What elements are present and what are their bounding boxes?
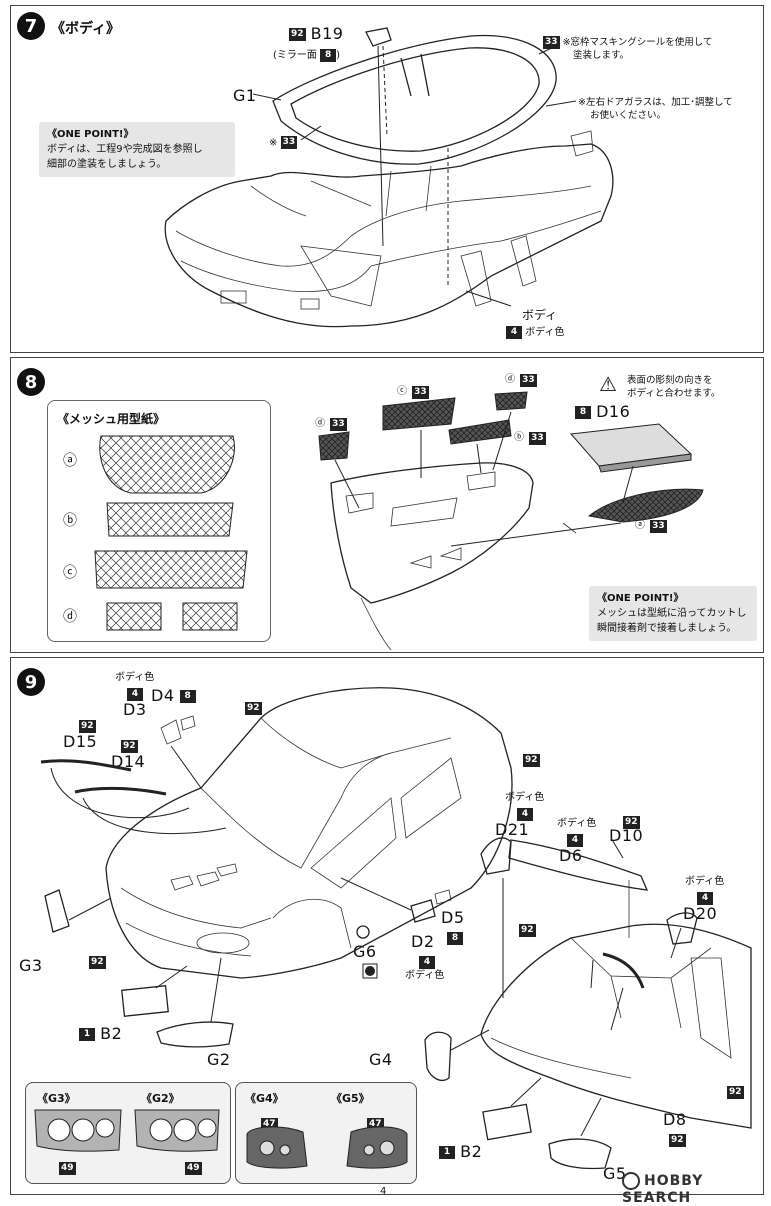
- mesh-templates-drawing: [94, 435, 248, 631]
- d21-color-label: ボディ色: [505, 792, 545, 803]
- template-c-shape: [94, 550, 248, 589]
- side-paint-num: 92: [523, 754, 540, 767]
- d16-callout: 8 D16: [575, 402, 630, 421]
- template-d-left-shape: [106, 602, 162, 631]
- mesh-b-callout: ⓑ 33: [514, 432, 546, 445]
- b19-callout: 92 B19: [289, 24, 343, 43]
- d20-label: D20: [683, 904, 718, 923]
- d4-color-num: 4: [127, 684, 143, 703]
- d14-num: 92: [121, 740, 138, 753]
- d2-color-label: ボディ色: [405, 970, 445, 981]
- step8-panel: 8 《メッシュ用型紙》 ⓐ ⓑ ⓒ ⓓ ⓒ 33 ⓓ 33 ⓓ 33 ⓑ: [10, 357, 764, 653]
- step7-onepoint: 《ONE POINT!》 ボディは、工程9や完成図を参照し 細部の塗装をしましょ…: [39, 122, 235, 177]
- warning-note: ⚠: [599, 372, 617, 396]
- d2-num: 4: [419, 952, 435, 971]
- g3-ref-title: 《G3》: [37, 1092, 76, 1105]
- g3-ref-num: 49: [59, 1162, 76, 1175]
- template-label-d: ⓓ: [63, 609, 77, 625]
- g4-ref-title: 《G4》: [245, 1092, 284, 1105]
- mesh-d-callout: ⓓ 33: [505, 374, 537, 387]
- template-d-right-shape: [182, 602, 238, 631]
- mesh-c-callout: ⓒ 33: [397, 386, 429, 399]
- g6-label: G6: [353, 942, 377, 961]
- g4-label: G4: [369, 1050, 393, 1069]
- g5-ref-lamp: [346, 1126, 408, 1169]
- body-callout: ボディ 4 ボディ色: [506, 306, 565, 339]
- b19-mirror-note: (ミラー面 8): [273, 48, 340, 62]
- template-label-c: ⓒ: [63, 565, 77, 581]
- g5-label: G5: [603, 1164, 627, 1183]
- rear-roof-paint-num: 92: [519, 924, 536, 937]
- d4-color-label: ボディ色: [115, 672, 155, 683]
- d21-color-num: 4: [517, 804, 533, 823]
- mirror-paint-num: 8: [320, 48, 337, 62]
- step9-number: 9: [17, 668, 45, 696]
- g3-label: G3: [19, 956, 43, 975]
- b2-front-callout: 1 B2: [79, 1024, 122, 1043]
- d6-color-num: 4: [567, 830, 583, 849]
- template-b-shape: [106, 502, 234, 537]
- body-label: ボディ: [522, 308, 558, 322]
- step9-car-drawing: [34, 687, 752, 1170]
- b2-rear-callout: 1 B2: [439, 1142, 482, 1161]
- d5-num: 8: [447, 928, 463, 947]
- d2-label: D2: [411, 932, 435, 951]
- g2-label: G2: [207, 1050, 231, 1069]
- template-label-a: ⓐ: [63, 453, 77, 469]
- step9-panel: 9 ボディ色 4 D4 8 D3 92 D15 92 D14 92 92 G3 …: [10, 657, 764, 1195]
- mesh-template-box: [47, 400, 271, 642]
- g1-label: G1: [233, 86, 257, 105]
- warning-icon: ⚠: [599, 372, 617, 396]
- mesh-a-callout: ⓐ 33: [635, 520, 667, 533]
- step7-body-drawing: [164, 27, 614, 328]
- page-number: 4: [380, 1186, 387, 1197]
- b19-label: B19: [310, 24, 344, 43]
- hobby-search-watermark: HOBBY SEARCH: [622, 1172, 704, 1206]
- step8-onepoint: 《ONE POINT!》 メッシュは型紙に沿ってカットし 瞬間接着剤で接着しまし…: [589, 586, 757, 641]
- d4-callout: D4 8: [151, 686, 196, 705]
- g5-ref-title: 《G5》: [331, 1092, 370, 1105]
- step8-bumper-drawing: [318, 391, 704, 651]
- d20-color-num: 4: [697, 888, 713, 907]
- watermark-logo-icon: [622, 1172, 640, 1190]
- step7-title: 《ボディ》: [51, 21, 121, 37]
- g2-ref-title: 《G2》: [141, 1092, 180, 1105]
- body-paint-num: 4: [506, 325, 522, 339]
- d6-color-label: ボディ色: [557, 818, 597, 829]
- mesh-d-left-callout: ⓓ 33: [315, 418, 347, 431]
- g2-ref-num: 49: [185, 1162, 202, 1175]
- d3-label: D3: [123, 700, 147, 719]
- b19-paint-num: 92: [289, 28, 306, 41]
- d5-label: D5: [441, 908, 465, 927]
- d15-num: 92: [79, 720, 96, 733]
- d8-num: 92: [669, 1134, 686, 1147]
- d6-label: D6: [559, 846, 583, 865]
- rear-side-paint-num: 92: [727, 1086, 744, 1099]
- template-label-b: ⓑ: [63, 513, 77, 529]
- asterisk-paint-num: 33: [280, 136, 298, 149]
- step8-number: 8: [17, 368, 45, 396]
- mesh-template-title: 《メッシュ用型紙》: [57, 412, 166, 426]
- d20-color-label: ボディ色: [685, 876, 725, 887]
- step7-number: 7: [17, 12, 45, 40]
- d10-label: D10: [609, 826, 644, 845]
- roof-paint-num: 92: [245, 702, 262, 715]
- warning-text: 表面の彫刻の向きを ボディと合わせます。: [627, 375, 721, 399]
- g6-checker-icon: [362, 963, 378, 979]
- g4-ref-lamp: [246, 1126, 308, 1169]
- d10-num: 92: [623, 816, 640, 829]
- door-glass-note: ※左右ドアガラスは、加工･調整して お使いください。: [578, 97, 733, 121]
- template-a-shape: [99, 435, 235, 494]
- front-paint-num: 92: [89, 956, 106, 969]
- d15-label: D15: [63, 732, 98, 751]
- step7-panel: 7 《ボディ》 92 B19 (ミラー面 8) G1 33 ※窓枠マスキングシー…: [10, 5, 764, 353]
- asterisk-note: ※ 33: [269, 136, 298, 149]
